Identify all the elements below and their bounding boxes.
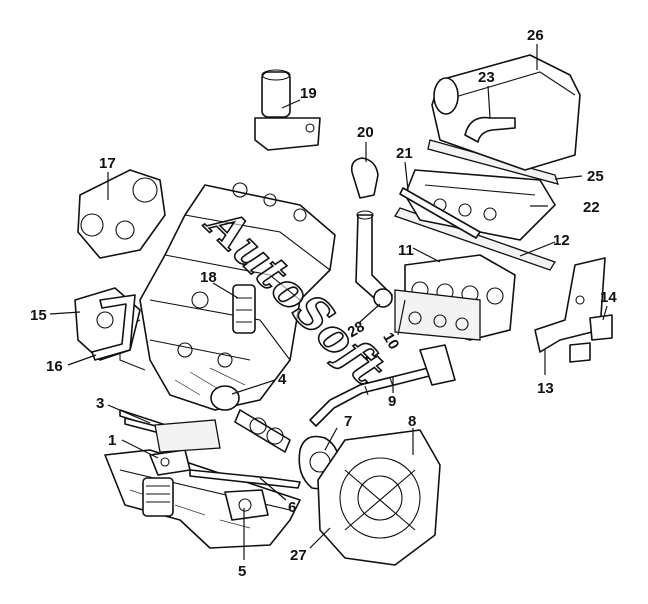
callout-16: 16 xyxy=(46,358,63,375)
breather-tube xyxy=(464,116,516,143)
callout-13: 13 xyxy=(537,380,554,397)
callout-20: 20 xyxy=(357,124,374,141)
callout-14: 14 xyxy=(600,289,617,306)
egr-valve xyxy=(254,69,321,151)
callout-7: 7 xyxy=(344,413,352,430)
callout-22: 22 xyxy=(583,199,600,216)
callout-1: 1 xyxy=(108,432,116,449)
callout-15: 15 xyxy=(30,307,47,324)
callout-3: 3 xyxy=(96,395,104,412)
callout-10: 10 xyxy=(379,330,402,353)
callout-labels: 1 3 4 5 6 7 8 9 10 11 12 13 14 15 16 17 … xyxy=(30,27,617,580)
callout-21: 21 xyxy=(396,145,413,162)
callout-26: 26 xyxy=(527,27,544,44)
callout-11: 11 xyxy=(398,242,414,259)
valve-cover xyxy=(431,54,581,171)
camshaft-assembly xyxy=(210,385,291,453)
callout-8: 8 xyxy=(408,413,416,430)
intake-manifold xyxy=(399,169,556,241)
callout-25: 25 xyxy=(587,168,604,185)
rear-main-seal-strip xyxy=(189,469,301,489)
callout-12: 12 xyxy=(553,232,570,249)
pipe-clamp xyxy=(419,344,456,386)
oil-filter xyxy=(142,477,174,517)
callout-28: 28 xyxy=(345,318,368,341)
fuel-injector xyxy=(232,284,256,334)
callout-23: 23 xyxy=(478,69,495,86)
exhaust-manifold xyxy=(394,254,516,341)
timing-side-cover xyxy=(74,287,141,361)
bell-housing xyxy=(317,429,441,566)
callout-9: 9 xyxy=(388,393,396,410)
support-bracket xyxy=(534,257,613,363)
egr-pipe xyxy=(350,157,393,308)
leader-lines xyxy=(49,44,608,560)
callout-6: 6 xyxy=(288,499,296,516)
engine-mount-bracket xyxy=(149,449,191,476)
callout-5: 5 xyxy=(238,563,246,580)
oil-pan xyxy=(104,449,301,549)
callout-17: 17 xyxy=(99,155,116,172)
crank-sensor xyxy=(224,489,269,521)
callout-4: 4 xyxy=(278,371,287,388)
timing-belt-cover xyxy=(77,169,166,259)
callout-27: 27 xyxy=(290,547,307,564)
callout-19: 19 xyxy=(300,85,317,102)
callout-18: 18 xyxy=(200,269,217,286)
